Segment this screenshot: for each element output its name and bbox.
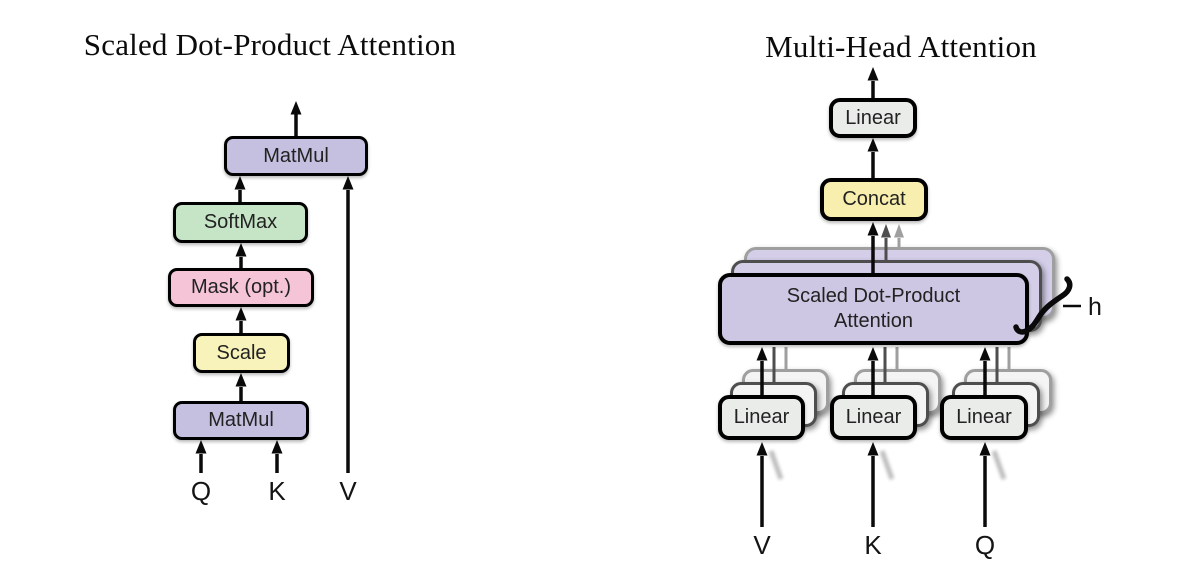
- node-linear-k: Linear: [830, 395, 917, 440]
- arrowhead-q-input-right: [979, 442, 991, 456]
- sdpa-label-line1: Scaled Dot-Product: [786, 285, 961, 307]
- ghost-arrowhead-sdpa-to-concat-mid: [881, 224, 891, 238]
- input-label-k-left: K: [268, 476, 286, 506]
- arrowhead-sdpa-to-concat: [867, 222, 879, 236]
- node-scale: Scale: [193, 333, 290, 373]
- arrow-shadow-k: [879, 450, 895, 480]
- arrow-shadow-q: [991, 450, 1007, 480]
- node-matmul-top: MatMul: [224, 136, 368, 176]
- node-mask-optional: Mask (opt.): [168, 268, 314, 307]
- arrowhead-k-input-left: [271, 440, 283, 454]
- arrowhead-mask-to-softmax: [235, 243, 247, 257]
- ghost-arrowhead-sdpa-to-concat-back: [894, 224, 904, 238]
- arrowhead-linear-k-to-sdpa: [867, 347, 879, 361]
- sdpa-label-line2: Attention: [834, 310, 913, 332]
- node-scaled-dot-product-attention: Scaled Dot-Product Attention: [718, 273, 1029, 345]
- input-label-k-right: K: [864, 530, 882, 560]
- node-matmul-bottom: MatMul: [173, 401, 309, 440]
- heads-brace-squiggle: [1013, 276, 1073, 335]
- arrowhead-linear-v-to-sdpa: [756, 347, 768, 361]
- arrowhead-matmul-to-scale: [235, 373, 247, 387]
- node-concat: Concat: [820, 178, 928, 221]
- left-diagram-title: Scaled Dot-Product Attention: [83, 27, 457, 62]
- arrowhead-k-input-right: [867, 442, 879, 456]
- node-softmax: SoftMax: [173, 202, 308, 243]
- arrowhead-v-input-right: [756, 442, 768, 456]
- heads-count-label: h: [1088, 293, 1102, 321]
- input-label-v-left: V: [339, 476, 357, 506]
- input-label-q-right: Q: [974, 530, 996, 560]
- arrowhead-concat-to-linear: [867, 138, 879, 152]
- node-linear-output: Linear: [829, 98, 917, 138]
- arrowhead-q-input-left: [195, 440, 207, 454]
- input-label-v-right: V: [753, 530, 771, 560]
- right-diagram-title: Multi-Head Attention: [765, 29, 1037, 64]
- arrow-shadow-v: [768, 450, 784, 480]
- input-label-q-left: Q: [190, 476, 212, 506]
- output-arrowhead-right: [867, 67, 879, 81]
- node-linear-q: Linear: [940, 395, 1028, 440]
- arrowhead-v-input-left: [342, 176, 354, 190]
- arrowhead-scale-to-mask: [235, 307, 247, 321]
- node-linear-v: Linear: [718, 395, 805, 440]
- output-arrowhead-left: [290, 101, 302, 115]
- arrowhead-softmax-to-matmul: [234, 176, 246, 190]
- arrowhead-linear-q-to-sdpa: [979, 347, 991, 361]
